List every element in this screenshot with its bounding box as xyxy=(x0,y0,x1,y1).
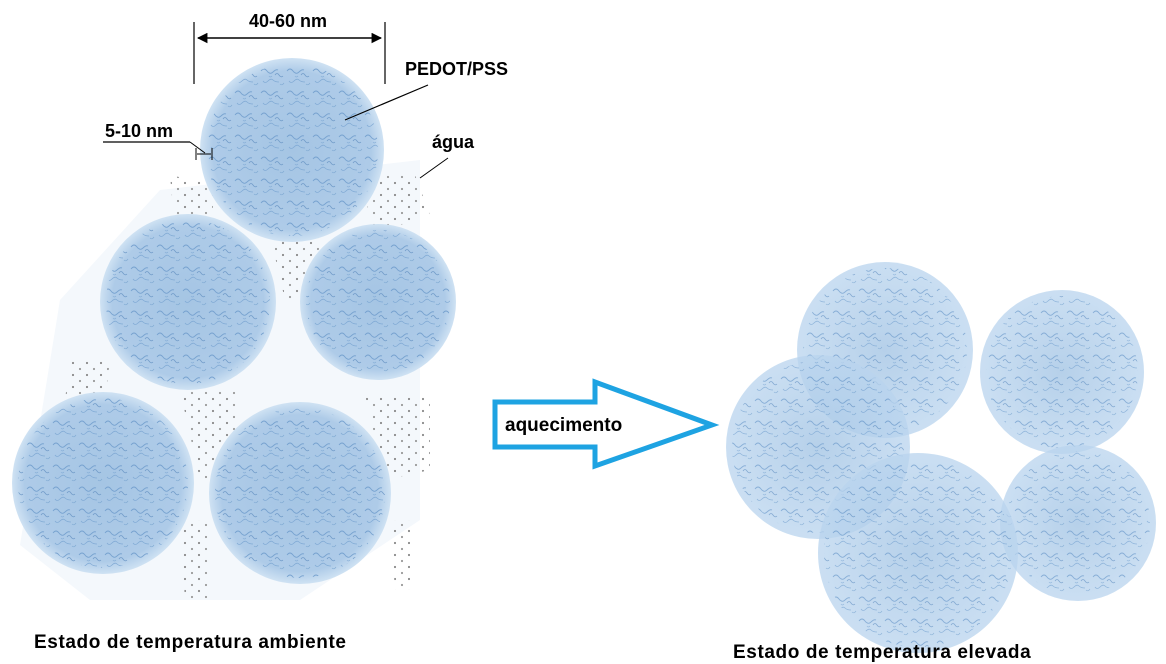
shell-thickness-dimension: 5-10 nm xyxy=(103,121,213,160)
heating-arrow: aquecimento xyxy=(492,378,720,470)
pedot-pss-callout: PEDOT/PSS xyxy=(344,59,508,121)
particle-bottom-right xyxy=(209,402,391,584)
diameter-label: 40-60 nm xyxy=(249,11,327,31)
particle-mid-left xyxy=(100,214,276,390)
particle-bottom-left xyxy=(12,392,194,574)
merged-particle-right xyxy=(1000,445,1156,601)
high-temperature-caption: Estado de temperatura elevada xyxy=(733,642,1031,663)
high-temperature-cluster xyxy=(726,262,1156,653)
diameter-dimension: 40-60 nm xyxy=(193,11,386,84)
particle-top xyxy=(200,58,384,242)
particle-mid-right xyxy=(300,224,456,380)
pedot-pss-label: PEDOT/PSS xyxy=(405,59,508,79)
heating-label: aquecimento xyxy=(505,415,622,436)
room-temperature-cluster xyxy=(12,58,456,600)
room-temperature-caption: Estado de temperatura ambiente xyxy=(34,632,347,653)
merged-particle-top-right xyxy=(980,290,1144,454)
water-callout: água xyxy=(419,132,475,179)
shell-thickness-label: 5-10 nm xyxy=(105,121,173,141)
merged-particle-bottom xyxy=(818,453,1018,653)
water-label: água xyxy=(432,132,475,152)
outline-right-arrow-icon xyxy=(492,378,720,470)
